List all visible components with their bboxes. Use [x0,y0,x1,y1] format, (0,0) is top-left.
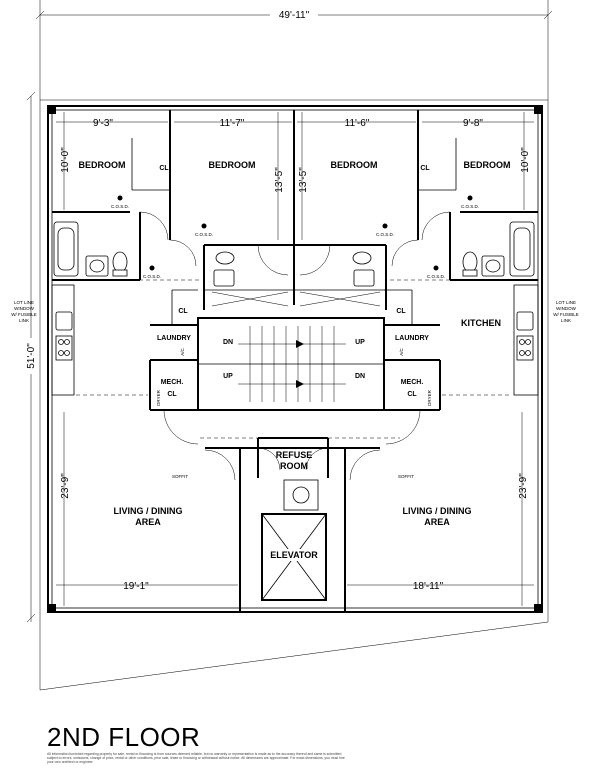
elevator-label: ELEVATOR [270,550,318,560]
stair-dn-1: DN [223,339,233,346]
stair-dn-2: DN [355,373,365,380]
interior-walls [51,110,539,612]
overall-depth-dimension: 51'-0" [24,91,38,623]
lot-line-note-left-3: W/ FUSIBLE [11,312,37,317]
lot-line-note-right-4: LINK [561,318,571,323]
cosd-note-4: C.O.S.D. [376,232,394,237]
cosd-note-6: C.O.S.D. [427,274,445,279]
mech-label-right: MECH. [401,379,424,386]
living-right-width: 18'-11" [413,581,444,592]
closet-label-4: CL [396,308,406,315]
laundry-label-left: LAUNDRY [157,335,191,342]
bedroom-4-width: 9'-8" [463,118,483,129]
dryer-note-right: DRYER [427,389,432,405]
refuse-label-line1: REFUSE [276,450,313,460]
cosd-note-3: C.O.S.D. [143,274,161,279]
laundry-label-right: LAUNDRY [395,335,429,342]
cosd-note-1: C.O.S.D. [111,204,129,209]
closet-label-5: CL [167,391,177,398]
living-left-depth: 23'-9" [60,473,71,499]
soffit-note-right: SOFFIT [398,474,414,479]
closet-label-1: CL [159,165,169,172]
closet-label-6: CL [407,391,417,398]
bedroom-4-depth: 10'-0" [520,147,531,173]
smoke-detectors [117,195,473,271]
bedroom-2-label: BEDROOM [209,160,256,170]
living-left-width: 19'-1" [123,581,149,592]
ac-note-left: A/C [180,348,185,356]
bedroom-2-depth: 13'-5" [274,167,285,193]
bedroom-4-label: BEDROOM [464,160,511,170]
stair-up-2: UP [223,373,233,380]
bedroom-2-width: 11'-7" [220,118,245,129]
living-left-label-line2: AREA [135,517,161,527]
mech-label-left: MECH. [161,379,184,386]
dryer-note-left: DRYER [156,389,161,405]
bedroom-1-depth: 10'-0" [60,147,71,173]
soffit-note-left: SOFFIT [172,474,188,479]
living-right-label-line2: AREA [424,517,450,527]
lot-line-note-left-2: WINDOW [14,306,34,311]
living-left-label-line1: LIVING / DINING [113,506,182,516]
door-swings [139,211,451,481]
bedroom-3-depth: 13'-5" [298,167,309,193]
floor-title: 2ND FLOOR [47,722,201,752]
bedroom-3-width: 11'-6" [345,118,370,129]
refuse-label-line2: ROOM [280,461,308,471]
lot-line-note-left-4: LINK [19,318,29,323]
living-right-label-line1: LIVING / DINING [402,506,471,516]
cosd-note-2: C.O.S.D. [195,232,213,237]
bedroom-1-width: 9'-3" [93,118,113,129]
plan-notes: C.O.S.D. C.O.S.D. C.O.S.D. C.O.S.D. C.O.… [11,204,579,479]
stair-treads [238,326,346,402]
closet-label-2: CL [420,165,430,172]
ac-note-right: A/C [399,348,404,356]
plumbing-fixtures [53,221,535,361]
overall-depth-label: 51'-0" [26,343,37,369]
closet-label-3: CL [178,308,188,315]
room-labels: BEDROOM BEDROOM BEDROOM BEDROOM CL CL CL… [79,160,511,561]
bedroom-1-label: BEDROOM [79,160,126,170]
interior-dimensions: 9'-3" 11'-7" 11'-6" 9'-8" 10'-0" 13'-5" … [56,112,534,606]
lot-line-note-right-1: LOT LINE [556,300,576,305]
bedroom-3-label: BEDROOM [331,160,378,170]
overall-width-dimension: 49'-11" [35,0,553,100]
kitchen-label: KITCHEN [461,318,501,328]
living-right-depth: 23'-9" [518,473,529,499]
stair-up-1: UP [355,339,365,346]
lot-line-bottom [39,621,549,691]
lot-line-note-left-1: LOT LINE [14,300,34,305]
disclaimer-text: All information furnished regarding prop… [47,752,345,764]
lot-line-note-right-3: W/ FUSIBLE [553,312,579,317]
lot-line-note-right-2: WINDOW [556,306,576,311]
cosd-note-5: C.O.S.D. [461,204,479,209]
overall-width-label: 49'-11" [279,10,310,21]
